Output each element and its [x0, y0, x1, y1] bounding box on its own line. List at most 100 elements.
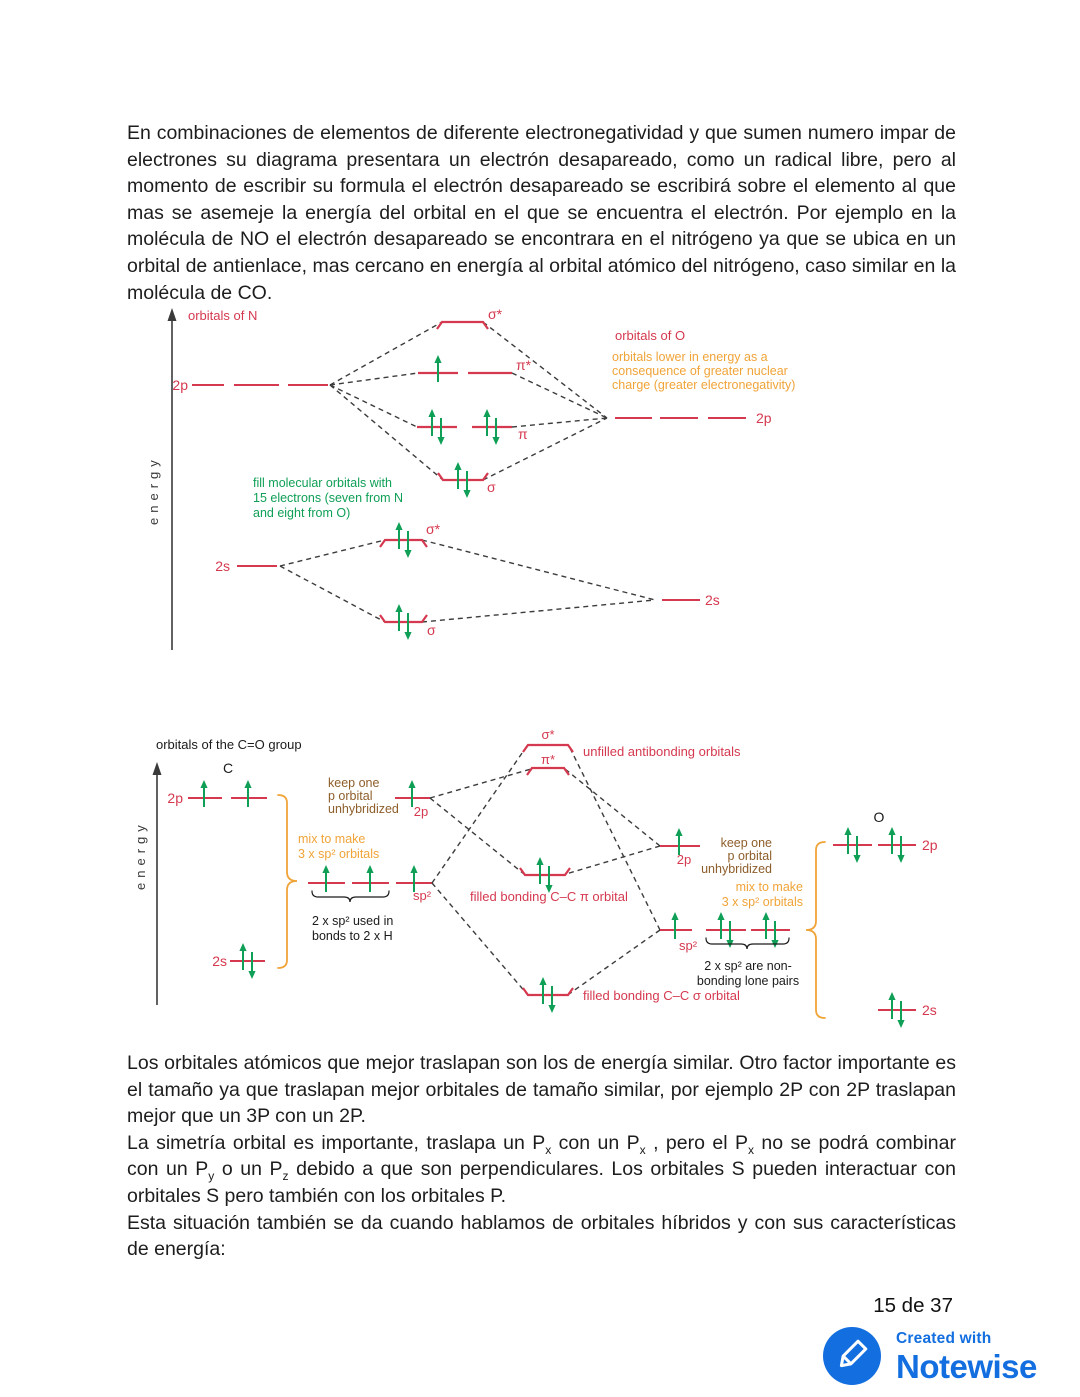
created-with-text: Created with: [896, 1330, 992, 1347]
electron-down-arrow: [247, 951, 257, 980]
svg-text:2 x sp² are non-: 2 x sp² are non-: [704, 959, 792, 973]
pi-level: π: [417, 408, 528, 446]
sigma-2p-label: σ: [487, 479, 496, 495]
electron-up-arrow: [482, 408, 492, 437]
o-sp2-label: sp²: [679, 938, 698, 953]
svg-text:and eight from O): and eight from O): [253, 506, 350, 520]
oxygen-label: O: [874, 809, 885, 825]
electron-down-arrow: [403, 530, 413, 559]
o-sp2-level: sp²: [660, 911, 790, 953]
svg-text:2 x sp² used in: 2 x sp² used in: [312, 914, 393, 928]
bottom-paragraphs: Los orbitales atómicos que mejor traslap…: [127, 1050, 956, 1263]
sigma-star-level: σ*: [522, 727, 574, 753]
paragraph-hybrids: Esta situación también se da cuando habl…: [127, 1211, 956, 1261]
electron-down-arrow: [462, 470, 472, 499]
electron-down-arrow: [852, 835, 862, 864]
electron-up-arrow: [365, 864, 375, 893]
energy-axis-label: energy: [146, 455, 161, 525]
svg-text:orbitals lower in energy as a: orbitals lower in energy as a: [612, 350, 768, 364]
electron-up-arrow: [394, 521, 404, 550]
c-2p-label: 2p: [167, 790, 183, 806]
mix-brace-c: [277, 794, 298, 969]
paragraph-electronegativity: En combinaciones de elementos de diferen…: [127, 122, 956, 304]
o-2p-label: 2p: [756, 410, 772, 426]
electron-up-arrow: [887, 826, 897, 855]
electron-down-arrow: [547, 985, 557, 1014]
connector-lines-2p: [329, 321, 608, 481]
sigma-star-2p-level: σ*: [436, 306, 503, 330]
n-2s-level: 2s: [215, 558, 277, 574]
pencil-icon: [823, 1327, 881, 1385]
svg-text:p orbital: p orbital: [328, 789, 372, 803]
page-number: 15 de 37: [873, 1294, 953, 1317]
svg-text:charge (greater electronegativ: charge (greater electronegativity): [612, 378, 795, 392]
notewise-brand-text: Notewise: [896, 1348, 1037, 1385]
mo-diagram-co-group: orbitals of the C=O group C energy 2p 2s…: [135, 727, 938, 1029]
energy-axis: energy: [135, 762, 162, 1005]
paragraph-overlap: Los orbitales atómicos que mejor traslap…: [127, 1052, 956, 1128]
electron-up-arrow: [843, 826, 853, 855]
n-2s-label: 2s: [215, 558, 230, 574]
electron-down-arrow: [403, 612, 413, 641]
mix-note-o: mix to make 3 x sp² orbitals: [722, 880, 803, 909]
electron-up-arrow: [535, 856, 545, 885]
fill-orbitals-note: fill molecular orbitals with 15 electron…: [253, 476, 403, 520]
o-2s-label: 2s: [922, 1002, 937, 1018]
sigma-star-label: σ*: [541, 727, 554, 742]
orbitals-of-n-label: orbitals of N: [188, 308, 257, 323]
svg-text:bonds to 2 x H: bonds to 2 x H: [312, 929, 393, 943]
lone-pairs-underbrace: [705, 937, 790, 950]
orbitals-of-o-label: orbitals of O: [615, 328, 685, 343]
pi-label: π: [518, 426, 528, 442]
pi-bonding-level: [519, 856, 571, 894]
electron-down-arrow: [896, 835, 906, 864]
electron-up-arrow: [199, 779, 209, 808]
o-2p-level: 2p: [833, 826, 938, 864]
mo-diagram-no-molecule: energy orbitals of N 2p σ*: [146, 306, 795, 650]
paragraph-symmetry: La simetría orbital es importante, trasl…: [127, 1131, 956, 1207]
electron-up-arrow: [243, 779, 253, 808]
sigma-bonding-level: [522, 976, 574, 1014]
electron-down-arrow: [491, 417, 501, 446]
sp2-bonds-underbrace: [311, 890, 390, 903]
sigma-star-2s-level: σ*: [379, 521, 441, 559]
sigma-2s-level: σ: [379, 603, 436, 641]
energy-axis-label: energy: [135, 820, 148, 890]
electron-up-arrow: [407, 779, 417, 808]
connector-lines-2s: [279, 539, 656, 623]
pi-star-label: π*: [541, 752, 555, 767]
pi-star-label: π*: [516, 357, 532, 373]
c-2p-level: 2p: [167, 779, 267, 808]
c-2s-label: 2s: [212, 953, 227, 969]
electron-down-arrow: [436, 417, 446, 446]
o-2p-label: 2p: [922, 837, 938, 853]
sigma-2p-level: σ: [437, 461, 496, 499]
pi-bonding-caption: filled bonding C–C π orbital: [470, 889, 628, 904]
electron-up-arrow: [238, 942, 248, 971]
n-2p-label: 2p: [172, 377, 188, 393]
o-lower-energy-note: orbitals lower in energy as a consequenc…: [612, 350, 795, 392]
svg-text:fill molecular orbitals with: fill molecular orbitals with: [253, 476, 392, 490]
notewise-logo: Created with Notewise: [822, 1326, 1037, 1386]
notewise-logo-text: Created with Notewise: [896, 1326, 1037, 1386]
sigma-2s-label: σ: [427, 622, 436, 638]
svg-text:p orbital: p orbital: [728, 849, 772, 863]
svg-text:keep one: keep one: [328, 776, 379, 790]
sigma-bonding-caption: filled bonding C–C σ orbital: [583, 988, 740, 1003]
electron-up-arrow: [427, 408, 437, 437]
n-2p-level: 2p: [172, 377, 328, 393]
electron-up-arrow: [538, 976, 548, 1005]
sigma-star-2s-label: σ*: [426, 521, 441, 537]
electron-up-arrow: [887, 991, 897, 1020]
svg-text:mix to make: mix to make: [298, 832, 365, 846]
svg-text:mix to make: mix to make: [736, 880, 803, 894]
electron-up-arrow: [453, 461, 463, 490]
unfilled-antibonding-label: unfilled antibonding orbitals: [583, 744, 741, 759]
o-2s-level: 2s: [662, 592, 720, 608]
svg-text:3 x sp² orbitals: 3 x sp² orbitals: [298, 847, 379, 861]
o-unhybridized-2p-level: 2p: [660, 827, 700, 867]
svg-text:bonding lone pairs: bonding lone pairs: [697, 974, 799, 988]
o-2p-level: 2p: [615, 410, 772, 426]
connector-lines: [429, 745, 661, 995]
